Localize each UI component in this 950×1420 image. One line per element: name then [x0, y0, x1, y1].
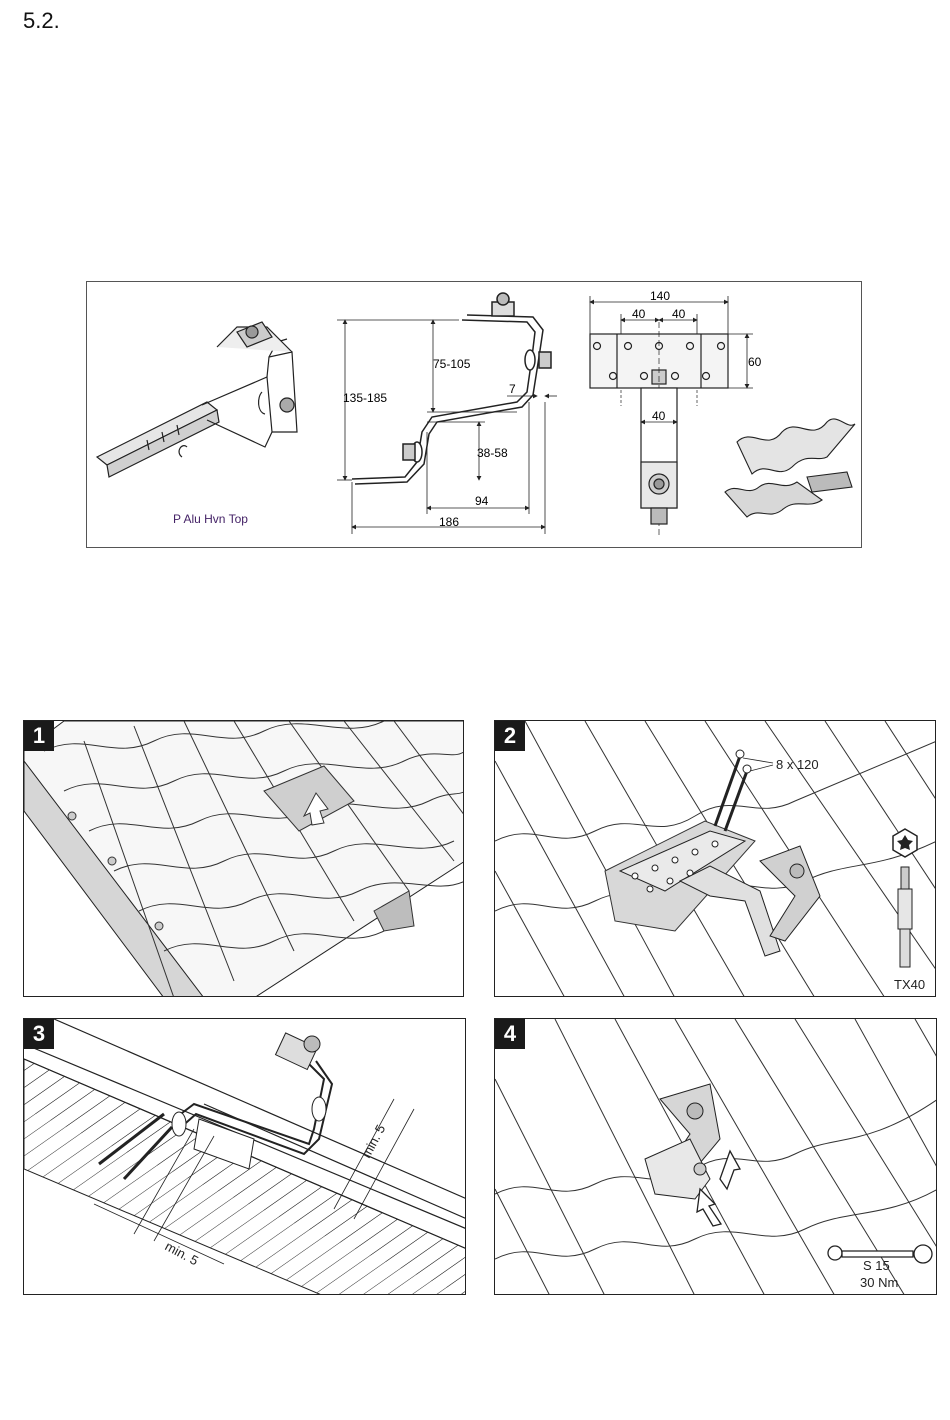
tile-pieces-drawing	[725, 419, 855, 517]
step-1-number: 1	[24, 721, 54, 751]
base-plate-view	[590, 322, 728, 537]
step-3-number: 3	[24, 1019, 54, 1049]
dim-base-width: 94	[475, 494, 489, 508]
technical-drawing-svg: P Alu Hvn Top	[87, 282, 861, 547]
step-4-number: 4	[495, 1019, 525, 1049]
torque-label: 30 Nm	[860, 1275, 898, 1290]
min-distance-top-label: min. 5	[358, 1122, 388, 1160]
step-3-panel: 3 min. 5 min. 5	[23, 1018, 466, 1295]
hook-isometric-drawing	[97, 322, 297, 477]
dim-upper-range: 75-105	[433, 357, 471, 371]
dim-plate-width: 140	[650, 289, 670, 303]
screw-size-label: 8 x 120	[776, 757, 819, 772]
section-number: 5.2.	[23, 8, 60, 34]
step-4-illustration: S 15 30 Nm	[495, 1019, 937, 1295]
product-caption: P Alu Hvn Top	[173, 512, 248, 526]
step-2-illustration: 8 x 120 TX40	[495, 721, 936, 997]
dim-lower-range: 38-58	[477, 446, 508, 460]
dim-total-height: 135-185	[343, 391, 387, 405]
step-2-number: 2	[495, 721, 525, 751]
min-distance-bottom-label: min. 5	[163, 1238, 201, 1268]
step-1-illustration	[24, 721, 464, 997]
step-4-panel: 4 S 15 30 Nm	[494, 1018, 937, 1295]
step-2-panel: 2 8 x 120 TX40	[494, 720, 936, 997]
dim-plate-height: 60	[748, 355, 762, 369]
hook-side-view	[352, 293, 551, 484]
step-1-panel: 1	[23, 720, 464, 997]
dim-hole-spacing-left: 40	[632, 307, 646, 321]
bit-size-label: TX40	[894, 977, 925, 992]
technical-drawing-box: P Alu Hvn Top	[86, 281, 862, 548]
side-dimension-lines	[337, 320, 557, 534]
wrench-size-label: S 15	[863, 1258, 890, 1273]
dim-offset: 7	[509, 382, 516, 396]
dim-hole-spacing-right: 40	[672, 307, 686, 321]
step-3-illustration: min. 5 min. 5	[24, 1019, 466, 1295]
dim-total-length: 186	[439, 515, 459, 529]
dim-arm-width: 40	[652, 409, 666, 423]
